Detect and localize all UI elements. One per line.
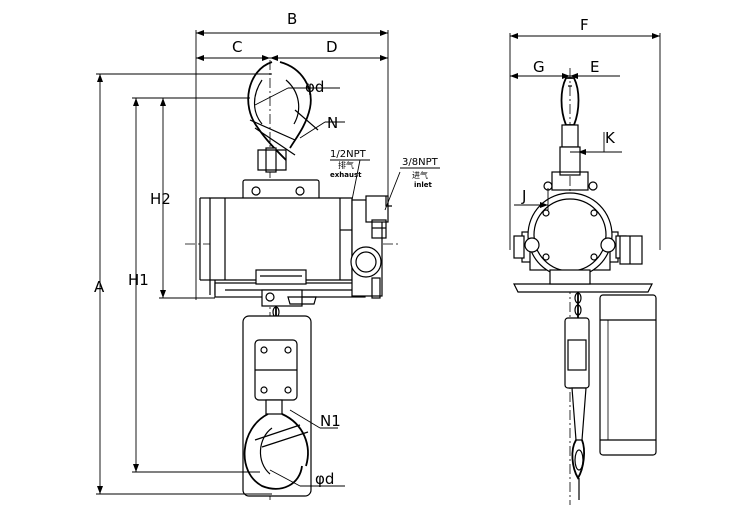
right-valve xyxy=(340,195,392,299)
dim-label-J: J xyxy=(521,187,526,205)
inlet-size-label: 3/8NPT xyxy=(402,157,439,168)
dim-label-phi-d-bottom: φd xyxy=(315,470,334,488)
dim-label-G: G xyxy=(533,58,545,76)
dim-label-N: N xyxy=(327,114,338,132)
exhaust-en-label: exhaust xyxy=(330,171,362,179)
front-dimensions xyxy=(96,30,440,495)
dim-label-D: D xyxy=(326,38,338,56)
exhaust-cn-label: 排气 xyxy=(338,160,354,170)
dim-label-H1: H1 xyxy=(128,271,149,289)
dim-label-C: C xyxy=(232,38,242,56)
side-chain-bucket xyxy=(599,294,657,456)
main-body xyxy=(199,197,366,307)
side-view: F G E K J xyxy=(509,16,661,505)
dim-label-N1: N1 xyxy=(320,412,341,430)
side-top-hook xyxy=(543,77,598,191)
dim-label-A: A xyxy=(94,278,105,296)
dim-label-phi-d-top: φd xyxy=(305,78,324,96)
dim-label-B: B xyxy=(287,10,297,28)
dim-label-E: E xyxy=(590,58,599,76)
dim-label-H2: H2 xyxy=(150,190,171,208)
side-lower-hook xyxy=(564,292,590,500)
side-body xyxy=(513,192,643,278)
inlet-en-label: inlet xyxy=(414,181,433,189)
inlet-cn-label: 进气 xyxy=(412,170,428,180)
side-dimensions xyxy=(509,33,661,250)
front-view: B C D A H1 H2 φd N N1 φd 1/2NPT 排气 exhau… xyxy=(94,10,440,500)
top-hook xyxy=(247,61,319,173)
side-base-plate xyxy=(513,269,653,293)
dim-label-K: K xyxy=(605,129,616,147)
dim-label-F: F xyxy=(580,16,589,34)
lower-hook-block xyxy=(242,315,312,497)
exhaust-size-label: 1/2NPT xyxy=(330,149,367,160)
